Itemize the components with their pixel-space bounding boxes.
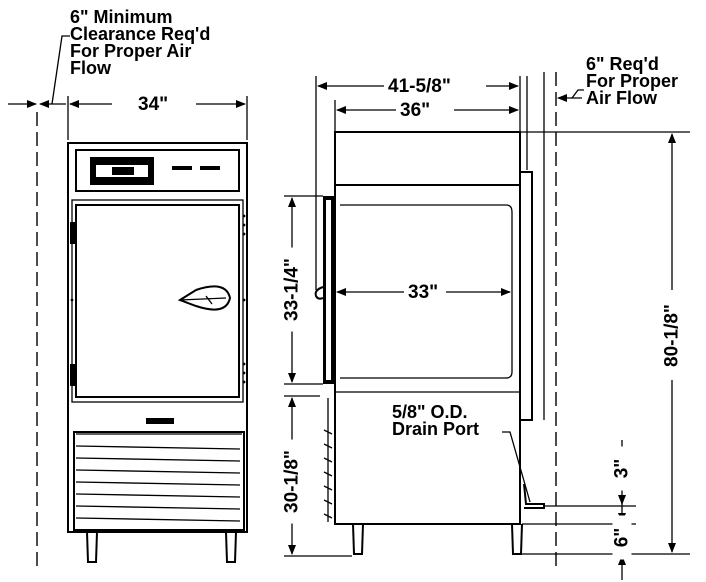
drain-note: 5/8" O.D. Drain Port bbox=[392, 402, 480, 439]
dot bbox=[242, 298, 246, 302]
side-leg-rear bbox=[511, 523, 523, 555]
side-door-inner bbox=[326, 200, 331, 380]
base-height-dim: 30-1/8" bbox=[282, 439, 303, 524]
dot bbox=[242, 232, 246, 236]
cabinet-outline bbox=[67, 142, 248, 533]
door bbox=[75, 204, 240, 398]
dot bbox=[242, 362, 246, 366]
drain-note-line: 5/8" O.D. bbox=[392, 402, 468, 422]
clearance-note-line: Flow bbox=[70, 58, 111, 78]
clearance-leader bbox=[51, 35, 70, 105]
rear-clearance-leader bbox=[571, 89, 584, 99]
dot bbox=[242, 371, 246, 375]
rear-panel bbox=[519, 171, 533, 421]
door-frame bbox=[71, 199, 244, 403]
leg-height-dim: 6" bbox=[612, 515, 633, 560]
front-view bbox=[8, 35, 248, 570]
rear-note-line: 6" Req'd bbox=[586, 54, 659, 74]
interior-depth-dim: 33" bbox=[408, 282, 439, 303]
clearance-note-line: Clearance Req'd bbox=[70, 24, 211, 44]
grille bbox=[73, 431, 245, 531]
hinge-top-icon bbox=[70, 222, 77, 244]
dot bbox=[70, 298, 74, 302]
clearance-note: 6" Minimum Clearance Req'd For Proper Ai… bbox=[70, 7, 211, 78]
dot bbox=[242, 214, 246, 218]
controller-readout bbox=[112, 167, 134, 175]
drain-leader bbox=[502, 431, 531, 503]
cabinet-depth-dim: 36" bbox=[400, 100, 431, 121]
grille-louvers bbox=[75, 433, 242, 522]
side-leg-front bbox=[352, 523, 364, 555]
door-height-dim: 33-1/4" bbox=[282, 247, 303, 332]
front-width-dim: 34" bbox=[138, 94, 169, 115]
side-handle bbox=[314, 286, 324, 300]
front-leg-right bbox=[225, 531, 237, 563]
front-leg-left bbox=[86, 531, 98, 563]
hinge-bottom-icon bbox=[70, 364, 77, 386]
dot bbox=[242, 380, 246, 384]
side-cabinet bbox=[334, 131, 521, 525]
door-handle-slash bbox=[205, 295, 213, 305]
overall-height-dim: 80-1/8" bbox=[662, 293, 683, 378]
dot bbox=[242, 223, 246, 227]
rear-clearance-note: 6" Req'd For Proper Air Flow bbox=[586, 54, 679, 108]
rear-note-line: Air Flow bbox=[586, 88, 657, 108]
drain-height-dim: 3" bbox=[612, 446, 633, 491]
overall-depth-dim: 41-5/8" bbox=[388, 76, 451, 97]
interior-outline bbox=[340, 204, 513, 379]
rear-note-line: For Proper bbox=[586, 71, 679, 91]
brand-badge-icon bbox=[146, 418, 174, 424]
drain-note-line: Drain Port bbox=[392, 419, 480, 439]
side-louvers bbox=[323, 398, 333, 522]
control-header bbox=[75, 149, 240, 192]
door-handle-line bbox=[179, 297, 227, 301]
drain-port bbox=[523, 483, 545, 509]
clearance-note-line: 6" Minimum bbox=[70, 7, 173, 27]
clearance-note-line: For Proper Air bbox=[70, 41, 192, 61]
side-view bbox=[284, 72, 690, 580]
door-handle bbox=[177, 285, 232, 311]
